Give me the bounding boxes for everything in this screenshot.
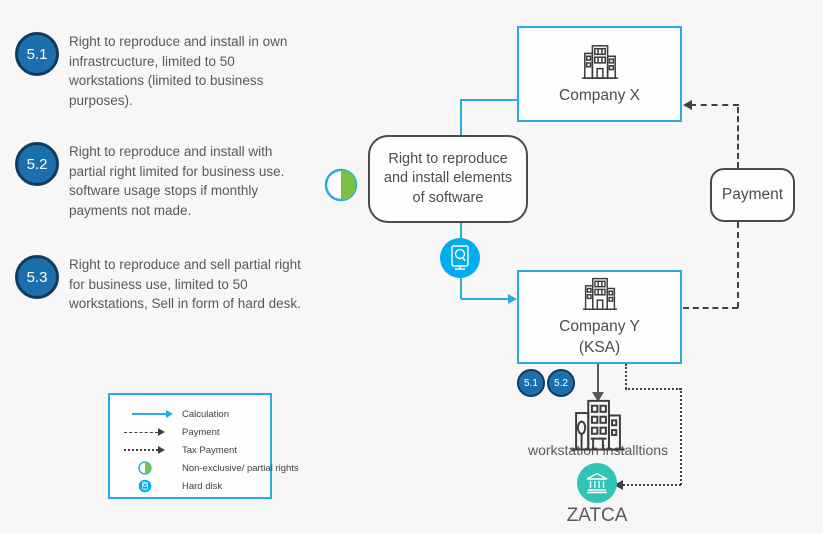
connector-companyx-rights-h — [461, 99, 517, 101]
building-icon — [582, 277, 617, 310]
company-y-box: Company Y (KSA) — [517, 270, 682, 364]
workstation-building-icon — [571, 399, 625, 451]
cyan-arrowhead-icon — [508, 294, 517, 304]
half-green-circle-icon — [124, 461, 176, 475]
company-y-name: Company Y — [559, 318, 640, 336]
company-x-label: Company X — [559, 86, 640, 104]
companyy-workstation-v — [597, 364, 599, 393]
company-y-label: Company Y (KSA) — [559, 317, 640, 359]
building-icon — [581, 44, 618, 79]
legend-row-payment: Payment — [124, 423, 270, 441]
note-text-5-3: Right to reproduce and sell partial righ… — [69, 257, 301, 312]
legend-row-partial-rights: Non-exclusive/ partial rights — [124, 459, 299, 477]
hard-disk-circle-icon — [124, 479, 176, 493]
note-badge-5-1: 5.1 — [15, 32, 59, 76]
note-text-5-1: Right to reproduce and install in own in… — [69, 34, 288, 108]
payment-dashed-bottom-h — [683, 307, 738, 309]
zatca-bank-icon — [577, 463, 617, 503]
tax-dotted-v2 — [680, 388, 682, 485]
note-badge-5-3: 5.3 — [15, 255, 59, 299]
payment-box: Payment — [710, 168, 795, 222]
legend-label: Calculation — [182, 408, 229, 420]
legend-label: Payment — [182, 426, 220, 438]
company-x-box: Company X — [517, 26, 682, 122]
tax-dotted-h1 — [625, 388, 681, 390]
tax-dotted-h2 — [623, 484, 681, 486]
note-text-5-2: Right to reproduce and install with part… — [69, 144, 285, 218]
note-5-1: 5.1 Right to reproduce and install in ow… — [15, 32, 307, 110]
zatca-label: ZATCA — [566, 505, 628, 526]
legend-row-tax-payment: Tax Payment — [124, 441, 270, 459]
mini-badge-5-2: 5.2 — [547, 369, 575, 397]
solid-cyan-arrow-icon — [124, 410, 176, 418]
rights-box: Right to reproduce and install elements … — [368, 135, 528, 223]
partial-rights-icon — [324, 168, 358, 202]
note-5-2: 5.2 Right to reproduce and install with … — [15, 142, 307, 220]
connector-rights-companyy-h — [461, 298, 511, 300]
hard-disk-icon — [440, 238, 480, 278]
note-badge-5-2: 5.2 — [15, 142, 59, 186]
legend-box: Calculation Payment Tax Payment Non-excl… — [108, 393, 299, 499]
dashed-arrowhead-companyx-icon — [683, 100, 692, 110]
connector-companyx-rights-v — [460, 99, 462, 136]
dotted-arrowhead-zatca-icon — [614, 480, 623, 490]
payment-dashed-top-v — [737, 107, 739, 168]
legend-label: Non-exclusive/ partial rights — [182, 462, 299, 474]
tax-dotted-v1 — [625, 364, 627, 389]
dashed-arrow-icon — [124, 428, 176, 436]
legend-row-calculation: Calculation — [124, 405, 270, 423]
note-5-3: 5.3 Right to reproduce and sell partial … — [15, 255, 307, 314]
company-y-country: (KSA) — [578, 339, 621, 356]
legend-label: Hard disk — [182, 480, 223, 492]
mini-badge-5-1: 5.1 — [517, 369, 545, 397]
payment-dashed-top-h — [690, 104, 739, 106]
payment-dashed-bottom-v — [737, 222, 739, 308]
legend-row-hard-disk: Hard disk — [124, 477, 270, 495]
gray-arrowhead-down-icon — [592, 392, 604, 402]
legend-label: Tax Payment — [182, 444, 237, 456]
dotted-arrow-icon — [124, 446, 176, 454]
